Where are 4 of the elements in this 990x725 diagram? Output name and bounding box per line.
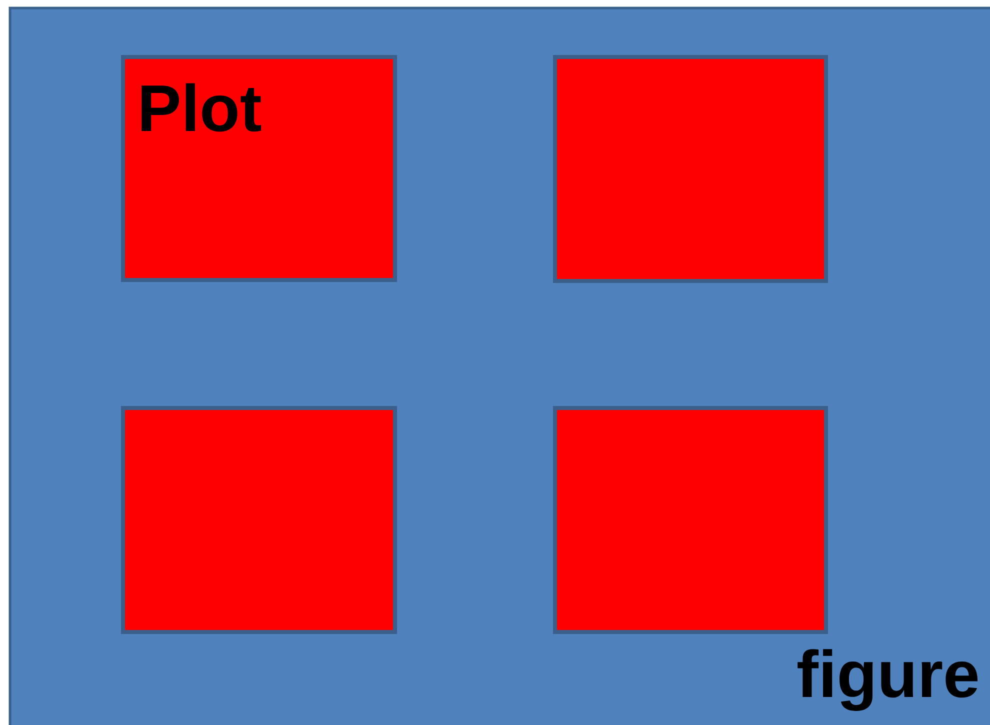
plot-box: Plot — [121, 55, 397, 282]
plot-box — [553, 55, 828, 283]
plot-box — [553, 406, 828, 634]
plot-box — [121, 406, 397, 634]
